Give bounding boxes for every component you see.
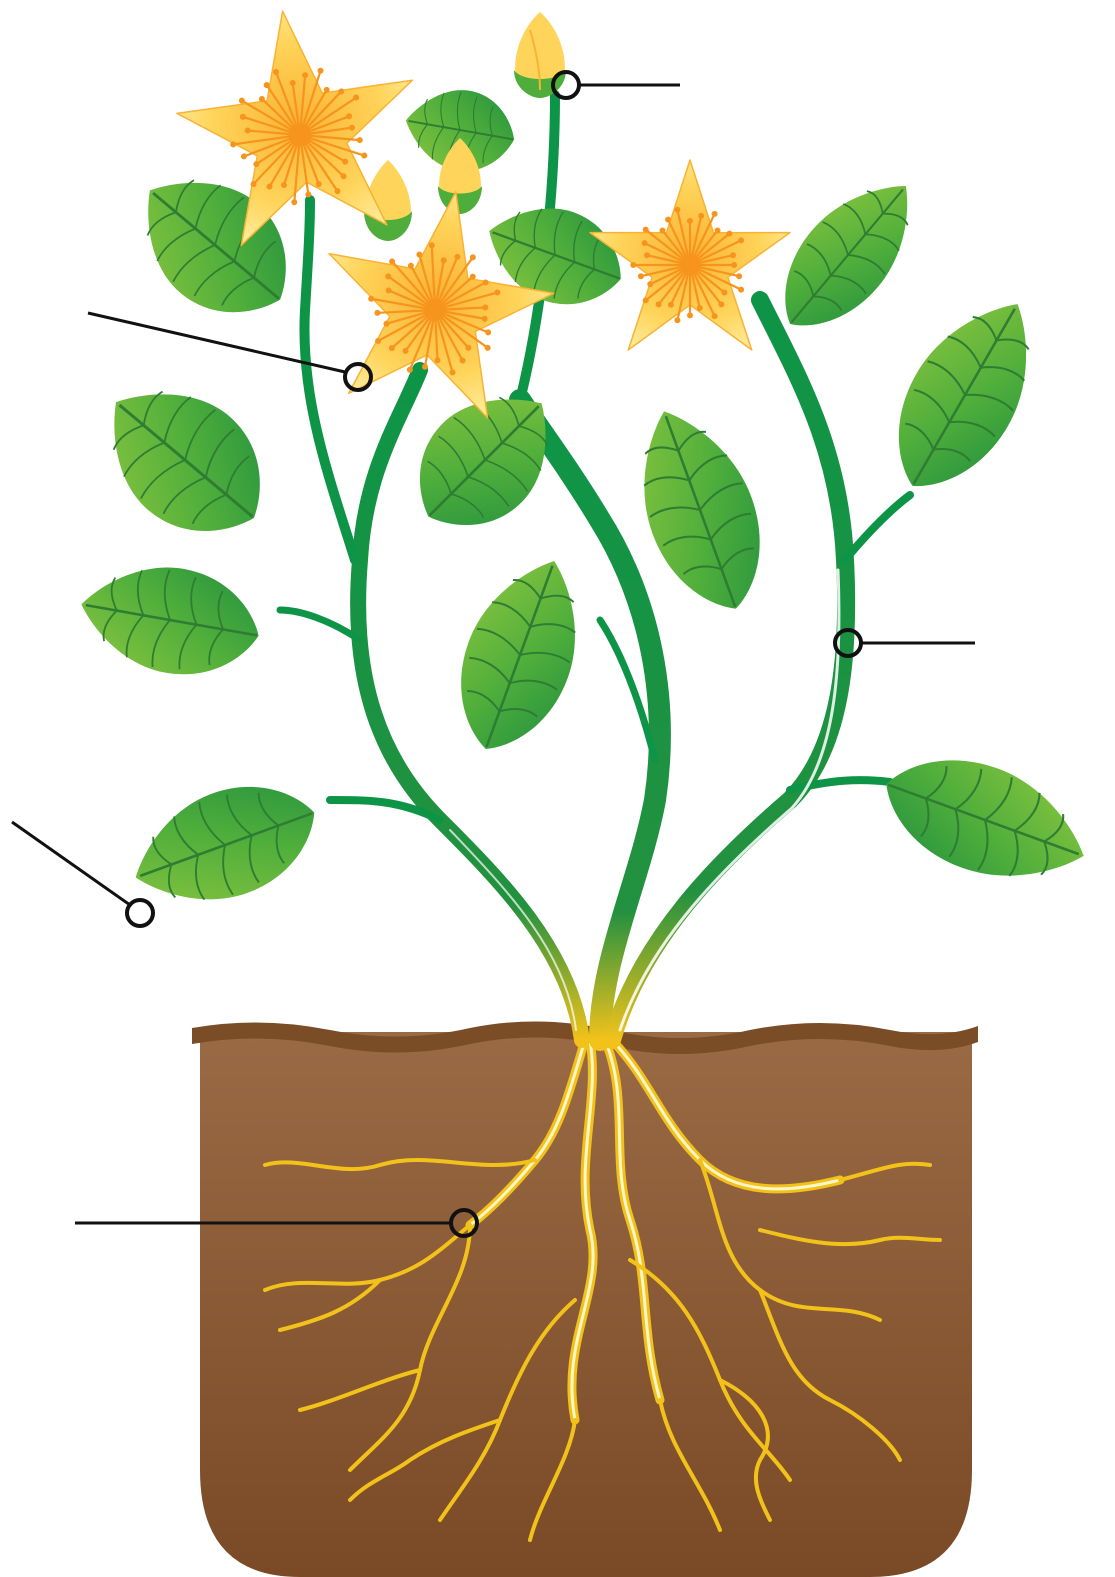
anther: [361, 152, 368, 159]
anther: [687, 312, 693, 318]
anther: [638, 273, 644, 279]
label-pointer-bud: [553, 72, 680, 98]
anther: [687, 218, 693, 224]
anther: [730, 252, 736, 258]
anther: [291, 199, 298, 206]
leaf: [72, 552, 268, 687]
bud: [514, 12, 566, 98]
anther: [374, 309, 381, 316]
leader-line: [12, 822, 130, 905]
anther: [726, 231, 732, 237]
anther: [241, 153, 248, 160]
anther: [715, 228, 721, 234]
leaf: [867, 278, 1063, 513]
anther: [698, 213, 704, 219]
leaf: [757, 158, 939, 352]
leaf: [76, 355, 294, 566]
flowers: [165, 0, 790, 425]
anther: [718, 301, 724, 307]
anther: [668, 302, 674, 308]
anther: [665, 217, 671, 223]
label-pointer-stem: [835, 630, 975, 656]
anther: [630, 262, 636, 268]
anther: [738, 287, 744, 293]
anther: [656, 301, 662, 307]
flower-center: [681, 256, 700, 275]
anther: [643, 297, 649, 303]
anther: [738, 237, 744, 243]
anther: [674, 317, 680, 323]
label-pointer-flower: [88, 313, 371, 390]
anther: [722, 290, 728, 296]
flower: [590, 160, 790, 350]
anther: [697, 305, 703, 311]
anther: [356, 137, 363, 144]
leaf: [868, 735, 1101, 906]
label-pointer-leaf: [12, 822, 153, 926]
anther: [485, 329, 492, 336]
anther: [643, 227, 649, 233]
anther: [660, 228, 666, 234]
anther: [642, 240, 648, 246]
anther: [317, 67, 324, 74]
anther: [712, 211, 718, 217]
anther: [712, 313, 718, 319]
leader-marker: [127, 900, 153, 926]
stem-branch: [280, 610, 360, 640]
anther: [731, 262, 737, 268]
anther: [647, 281, 653, 287]
stem-branch: [845, 495, 910, 560]
anther: [644, 252, 650, 258]
anther: [674, 207, 680, 213]
flower: [306, 172, 568, 425]
leaf: [436, 543, 603, 767]
anther: [736, 273, 742, 279]
